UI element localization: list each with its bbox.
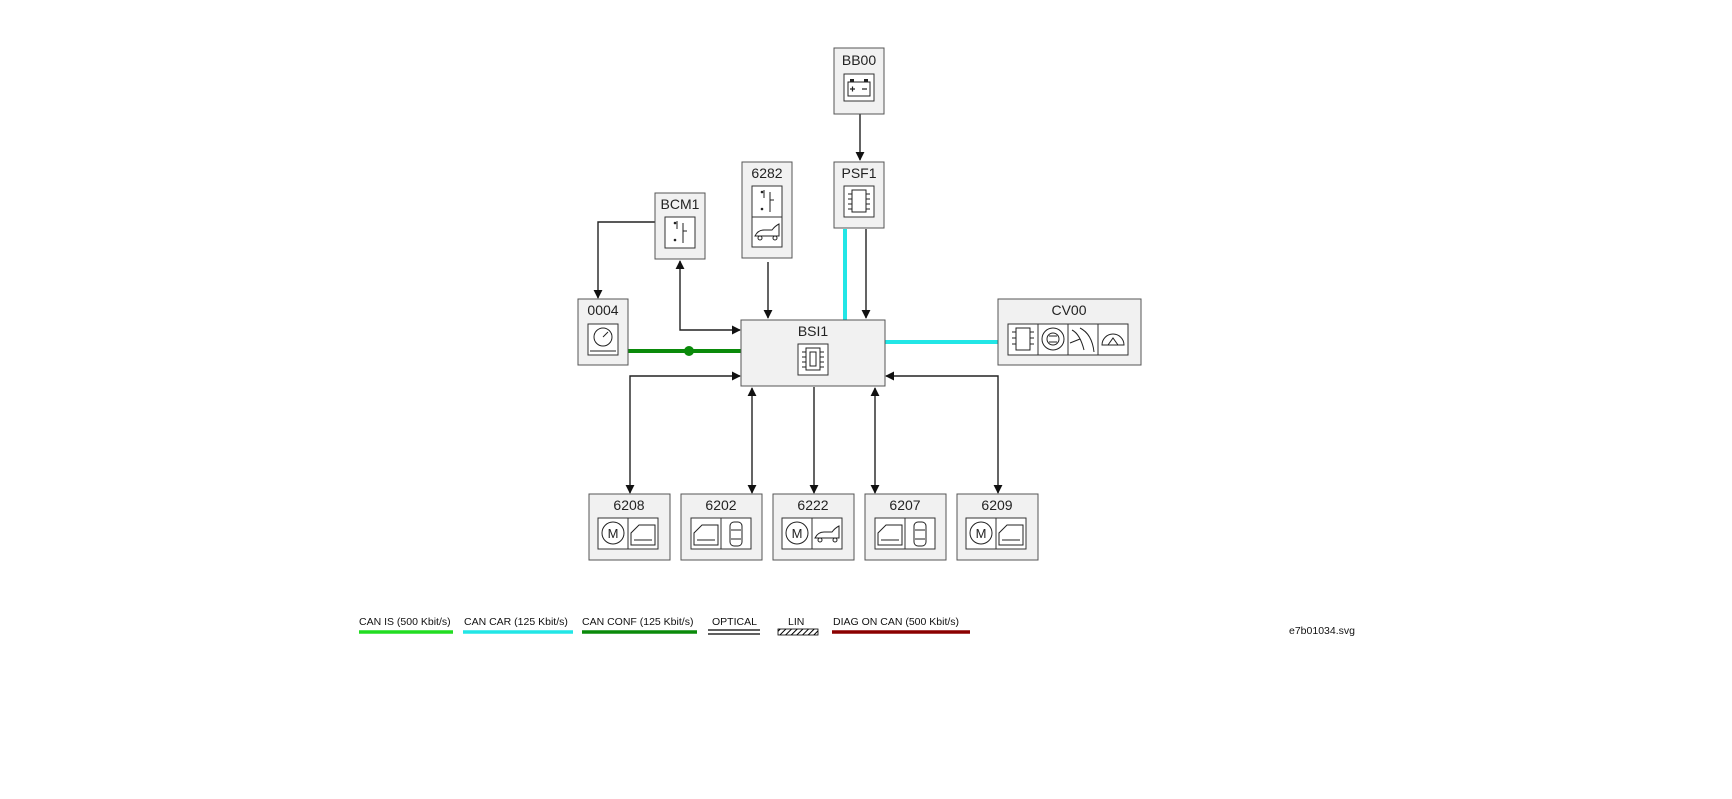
window-icon — [627, 517, 659, 550]
svg-text:M: M — [976, 526, 987, 541]
car-top-view-icon — [904, 517, 936, 550]
connections — [593, 114, 1003, 494]
can-conf-junction — [684, 346, 694, 356]
node-cv00-label: CV00 — [1051, 302, 1086, 318]
node-0004[interactable]: 0004 — [577, 298, 629, 366]
node-bcm1-label: BCM1 — [661, 196, 700, 212]
node-psf1[interactable]: PSF1 — [833, 161, 885, 229]
legend-can-is: CAN IS (500 Kbit/s) — [359, 616, 453, 634]
legend-can-car: CAN CAR (125 Kbit/s) — [463, 616, 573, 634]
window-icon — [995, 517, 1027, 550]
car-trunk-icon — [751, 216, 783, 248]
window-icon — [690, 517, 722, 550]
node-6209-label: 6209 — [981, 497, 1012, 513]
legend-lin-label: LIN — [788, 616, 804, 628]
node-0004-label: 0004 — [587, 302, 618, 318]
legend-optical: OPTICAL — [708, 616, 760, 635]
bcm1-n0004-wire — [593, 221, 656, 299]
node-6222[interactable]: 6222 M — [772, 493, 855, 561]
motor-icon: M — [597, 517, 629, 550]
switch-knob-icon — [1037, 323, 1069, 356]
car-trunk-icon — [811, 517, 843, 550]
legend: CAN IS (500 Kbit/s) CAN CAR (125 Kbit/s)… — [359, 616, 970, 636]
steering-wheel-icon — [1097, 323, 1129, 356]
door-switch-icon — [751, 185, 783, 218]
svg-text:M: M — [608, 526, 619, 541]
bsi1-n6208-wire — [625, 371, 741, 494]
legend-diag-on-can: DIAG ON CAN (500 Kbit/s) — [832, 616, 970, 634]
legend-can-is-label: CAN IS (500 Kbit/s) — [359, 616, 451, 628]
motor-icon: M — [781, 517, 813, 550]
node-bb00-label: BB00 — [842, 52, 876, 68]
node-6222-label: 6222 — [797, 497, 828, 513]
fuse-box-icon — [843, 185, 875, 218]
node-6207[interactable]: 6207 — [864, 493, 947, 561]
car-top-view-icon — [720, 517, 752, 550]
legend-diag-on-can-label: DIAG ON CAN (500 Kbit/s) — [833, 616, 959, 628]
svg-text:M: M — [792, 526, 803, 541]
node-6207-label: 6207 — [889, 497, 920, 513]
bsi1-bcm1-wire — [675, 260, 741, 335]
node-6282-label: 6282 — [751, 165, 782, 181]
legend-can-conf-label: CAN CONF (125 Kbit/s) — [582, 616, 693, 628]
ecu-chip-icon — [1007, 323, 1039, 356]
bsi1-n6209-wire — [885, 371, 1003, 494]
legend-can-car-label: CAN CAR (125 Kbit/s) — [464, 616, 568, 628]
node-bsi1[interactable]: BSI1 — [740, 319, 886, 387]
door-switch-icon — [664, 216, 696, 249]
node-6208[interactable]: 6208 M — [588, 493, 671, 561]
node-bb00[interactable]: BB00 — [833, 47, 885, 115]
node-6209[interactable]: 6209 M — [956, 493, 1039, 561]
legend-lin-swatch — [777, 628, 819, 636]
legend-lin: LIN — [777, 616, 819, 636]
node-bsi1-label: BSI1 — [798, 323, 829, 339]
control-unit-icon — [797, 343, 829, 376]
battery-icon — [843, 73, 875, 102]
lighting-stalk-icon — [1067, 323, 1099, 356]
node-6282[interactable]: 6282 — [741, 161, 793, 259]
node-psf1-label: PSF1 — [841, 165, 876, 181]
node-6208-label: 6208 — [613, 497, 644, 513]
node-6202[interactable]: 6202 — [680, 493, 763, 561]
node-cv00[interactable]: CV00 — [997, 298, 1142, 366]
node-6202-label: 6202 — [705, 497, 736, 513]
instrument-cluster-icon — [587, 323, 619, 356]
filename-label: e7b01034.svg — [1289, 625, 1355, 637]
legend-optical-label: OPTICAL — [712, 616, 757, 628]
node-bcm1[interactable]: BCM1 — [654, 192, 706, 260]
window-icon — [874, 517, 906, 550]
motor-icon: M — [965, 517, 997, 550]
legend-can-conf: CAN CONF (125 Kbit/s) — [582, 616, 697, 634]
